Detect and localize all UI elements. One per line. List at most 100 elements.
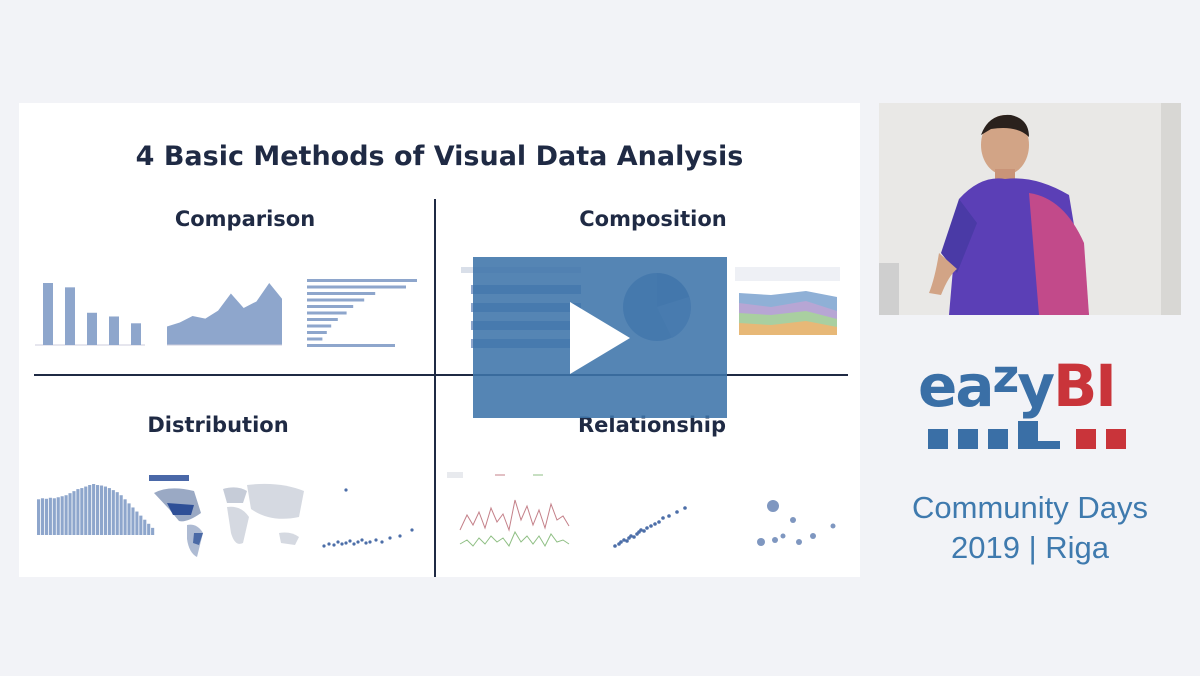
chart-legend: [149, 475, 189, 481]
chart-bubble: [757, 538, 765, 546]
chart-bar: [72, 491, 76, 535]
chart-point: [348, 539, 352, 543]
quadrant-title-comparison: Comparison: [174, 207, 316, 231]
comparison-hbar-chart: [289, 265, 424, 360]
chart-point: [388, 536, 392, 540]
chart-point: [629, 534, 633, 538]
chart-point: [364, 541, 368, 545]
comparison-bar-chart: [23, 265, 153, 360]
chart-point: [322, 544, 326, 548]
chart-point: [336, 540, 340, 544]
quadrant-title-composition: Composition: [579, 207, 727, 231]
chart-bar: [307, 337, 323, 341]
chart-point: [622, 538, 626, 542]
chart-bar: [115, 492, 119, 535]
chart-point: [645, 526, 649, 530]
comparison-area-chart: [157, 265, 287, 360]
chart-bar: [60, 496, 64, 535]
relationship-line-chart: [445, 470, 580, 560]
chart-point: [649, 524, 653, 528]
chart-point: [613, 544, 617, 548]
slide: 4 Basic Methods of Visual Data Analysis …: [19, 103, 860, 577]
speaker-video: [879, 103, 1181, 315]
chart-bar: [88, 485, 92, 535]
chart-point: [380, 540, 384, 544]
chart-bar: [103, 486, 107, 535]
chart-bar: [64, 495, 68, 535]
distribution-histogram: [23, 470, 158, 555]
chart-legend: [735, 267, 840, 281]
eazybi-logo-text: eazyBI: [918, 349, 1117, 420]
quadrant-title-distribution: Distribution: [147, 413, 289, 437]
chart-bubble: [810, 533, 816, 539]
chart-point: [683, 506, 687, 510]
event-title: Community Days 2019 | Riga: [880, 488, 1180, 568]
chart-bar: [68, 493, 72, 535]
chart-bar: [52, 498, 56, 535]
chart-bar: [92, 484, 96, 535]
chart-bar: [56, 497, 60, 535]
chart-point: [352, 542, 356, 546]
chart-point: [360, 538, 364, 542]
composition-stacked-area-chart: [731, 265, 846, 360]
chart-bar: [147, 523, 151, 535]
eazybi-logo: eazyBI: [918, 349, 1148, 455]
chart-bar: [135, 511, 139, 535]
chart-bar: [119, 495, 123, 535]
chart-bar: [43, 283, 53, 345]
chart-bar: [307, 298, 365, 302]
chart-area: [167, 282, 282, 345]
chart-bar: [131, 323, 141, 345]
chart-bubble: [767, 500, 779, 512]
chart-bar: [48, 497, 52, 535]
chart-point: [327, 542, 331, 546]
chart-bar: [111, 490, 115, 535]
relationship-bubble-chart: [721, 470, 851, 560]
chart-point: [398, 534, 402, 538]
chart-bar: [307, 285, 406, 289]
chart-bar: [107, 488, 111, 535]
chart-bar: [139, 515, 143, 535]
chart-bar: [109, 316, 119, 345]
chart-bar: [307, 324, 332, 328]
chart-bubble: [830, 523, 836, 529]
chart-point: [374, 538, 378, 542]
chart-bar: [307, 279, 417, 282]
chart-point: [675, 510, 679, 514]
chart-bubble: [796, 539, 802, 545]
eazybi-logo-bars: [928, 421, 1126, 449]
event-title-line2: 2019 | Riga: [951, 530, 1109, 565]
map-africa: [227, 506, 249, 544]
chart-bar: [99, 485, 104, 535]
map-europe: [223, 487, 247, 503]
chart-bar: [307, 305, 354, 308]
map-usa: [167, 503, 194, 515]
map-australia: [279, 532, 299, 545]
chart-bar: [307, 331, 327, 334]
play-button[interactable]: [473, 257, 727, 418]
chart-bar: [307, 318, 338, 321]
chart-point: [356, 540, 360, 544]
chart-point: [410, 528, 414, 532]
chart-point: [657, 520, 661, 524]
slide-title: 4 Basic Methods of Visual Data Analysis: [135, 141, 744, 172]
chart-point: [653, 522, 657, 526]
chart-point: [667, 514, 671, 518]
chart-bar: [65, 287, 75, 345]
line-products-sold: [459, 499, 570, 532]
quadrant-divider-horizontal: [34, 374, 848, 376]
chart-bubble: [790, 517, 796, 523]
chart-point: [625, 539, 629, 543]
play-icon: [570, 302, 630, 374]
chart-point: [632, 535, 636, 539]
chart-bubble: [772, 537, 778, 543]
chart-bar: [40, 498, 45, 535]
chart-point: [344, 541, 348, 545]
chart-bar: [96, 485, 100, 535]
chart-point: [661, 516, 665, 520]
chart-bar: [84, 486, 88, 535]
map-brazil: [193, 533, 203, 545]
chart-point: [340, 542, 344, 546]
distribution-scatter-chart: [304, 470, 429, 560]
chart-bar: [80, 488, 84, 535]
